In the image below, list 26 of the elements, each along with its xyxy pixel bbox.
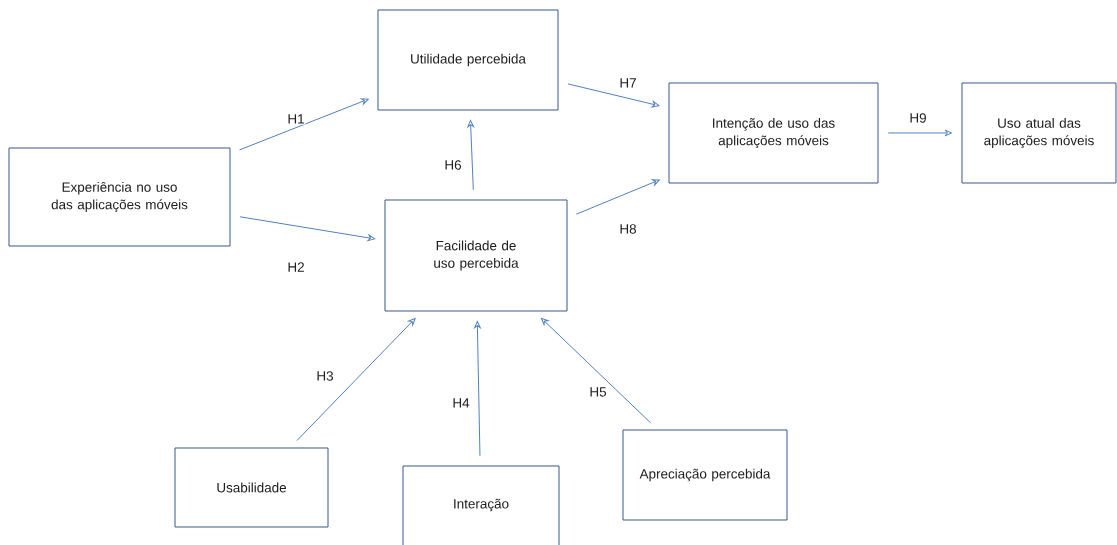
- edge-label: H4: [451, 397, 471, 409]
- edge-label: H7: [618, 77, 638, 89]
- box: Usabilidade: [174, 447, 329, 528]
- edge-label: H3: [315, 370, 335, 382]
- edge-label: H2: [286, 261, 306, 273]
- box: Facilidade de uso percebida: [384, 199, 568, 312]
- arrow: [575, 179, 660, 215]
- arrow: [540, 317, 652, 424]
- arrow: [239, 98, 369, 151]
- edge-label: H5: [588, 386, 608, 398]
- box: Utilidade percebida: [377, 9, 559, 111]
- edge-label: H6: [443, 159, 463, 171]
- arrow: [296, 318, 416, 442]
- arrow: [567, 83, 660, 108]
- arrow: [474, 320, 481, 457]
- edge-label: H9: [908, 112, 928, 124]
- edge-label: H8: [618, 223, 638, 235]
- edge-label: H1: [286, 113, 306, 125]
- arrow: [239, 216, 376, 242]
- box: Interação: [402, 465, 560, 545]
- arrow: [887, 129, 953, 137]
- box: Uso atual das aplicações móveis: [961, 82, 1117, 184]
- arrow: [467, 119, 475, 191]
- box: Apreciação percebida: [622, 429, 788, 521]
- box: Intenção de uso das aplicações móveis: [668, 82, 879, 184]
- box: Experiência no uso das aplicações móveis: [8, 147, 231, 247]
